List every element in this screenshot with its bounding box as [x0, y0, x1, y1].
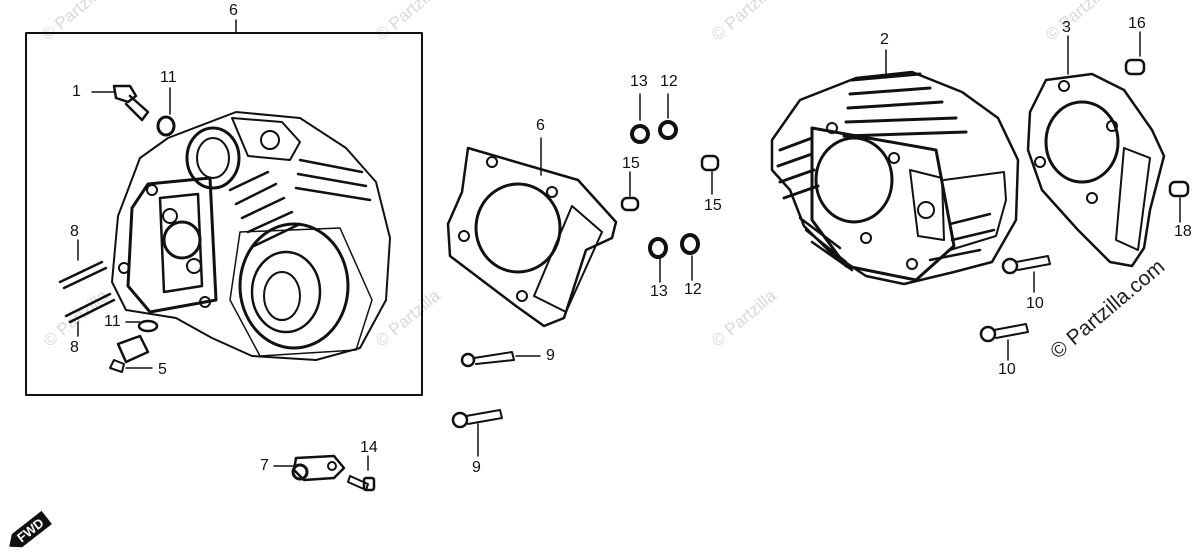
callout-11-lower: 11 [104, 313, 121, 330]
callout-10-lower: 10 [998, 361, 1016, 378]
cylinder-head-assembly-frame [25, 32, 423, 396]
callout-10-upper: 10 [1026, 295, 1044, 312]
callout-3: 3 [1062, 19, 1071, 36]
part-15-dowel-right [700, 154, 720, 195]
callout-16: 16 [1128, 15, 1146, 32]
callout-8-top: 8 [70, 223, 79, 240]
callout-4: 6 [229, 2, 238, 19]
part-9-bolt-upper [460, 351, 541, 368]
callout-8-bottom: 8 [70, 339, 79, 356]
callout-15-left: 15 [622, 155, 640, 172]
callout-9-lower: 9 [472, 459, 481, 476]
part-14-screw [347, 455, 376, 492]
callout-18: 18 [1174, 223, 1192, 240]
part-7-bracket [273, 454, 346, 482]
cylinder-block [770, 49, 1020, 286]
part-13-seal-upper [630, 93, 650, 144]
callout-12-bottom: 12 [684, 281, 702, 298]
part-3-base-gasket [1026, 35, 1166, 268]
part-11-o-ring [156, 87, 176, 137]
callout-7: 7 [260, 457, 269, 474]
part-10-bolt-upper [1001, 255, 1051, 293]
callout-6: 6 [536, 117, 545, 134]
part-5-fitting [109, 334, 153, 373]
part-9-bolt-lower [451, 409, 503, 457]
part-1-valve [91, 84, 150, 122]
part-16-dowel [1124, 31, 1146, 76]
callout-2: 2 [880, 31, 889, 48]
part-11-o-ring-lower [125, 319, 159, 333]
callout-1: 1 [72, 83, 81, 100]
callout-5: 5 [158, 361, 167, 378]
callout-15-right: 15 [704, 197, 722, 214]
part-12-ring-lower [680, 233, 700, 281]
part-12-ring-upper [658, 93, 678, 140]
part-10-bolt-lower [979, 323, 1029, 361]
callout-9-upper: 9 [546, 347, 555, 364]
callout-14: 14 [360, 439, 378, 456]
cylinder-head [111, 111, 391, 361]
callout-13-top: 13 [630, 73, 648, 90]
part-15-dowel-left [620, 171, 640, 212]
callout-13-bottom: 13 [650, 283, 668, 300]
part-8-stud [58, 239, 116, 337]
part-13-seal-lower [648, 237, 668, 283]
callout-12-top: 12 [660, 73, 678, 90]
part-18-dowel [1168, 180, 1190, 223]
callout-11-top: 11 [160, 69, 177, 86]
part-6-head-gasket [446, 137, 618, 328]
